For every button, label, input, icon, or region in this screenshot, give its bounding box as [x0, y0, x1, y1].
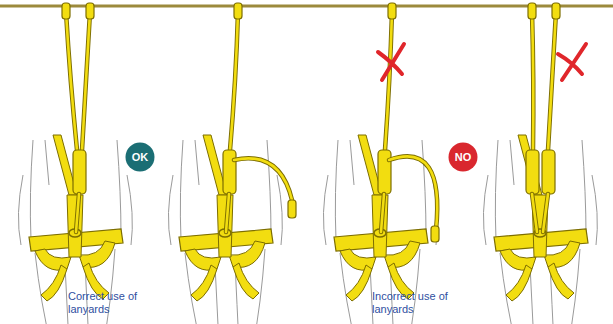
caption-label: Correct use of lanyards [68, 290, 168, 316]
figure-correct-free-leg [168, 3, 296, 324]
ok-badge: OK [125, 142, 155, 172]
figure-incorrect-two-lanyards [483, 3, 597, 324]
caption-label: Incorrect use of lanyards [372, 290, 472, 316]
cross-mark [558, 44, 586, 80]
badge-text: NO [448, 142, 478, 172]
figure-correct-both [18, 3, 132, 324]
badge-text: OK [125, 142, 155, 172]
no-badge: NO [448, 142, 478, 172]
cross-mark [378, 44, 404, 80]
figure-incorrect-clipped-back [323, 3, 439, 324]
